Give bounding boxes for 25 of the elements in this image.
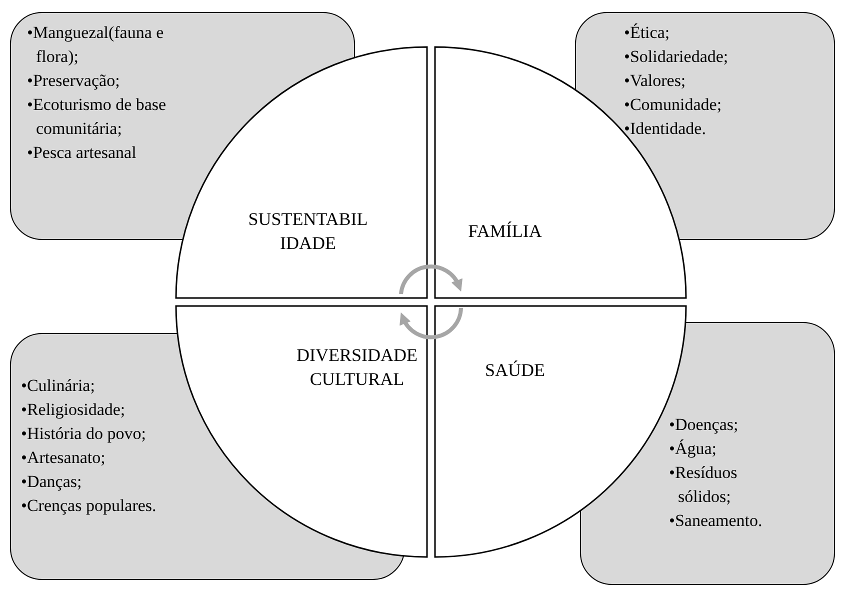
quadrant-label: SUSTENTABILIDADE [247,208,369,255]
quadrant-label: SAÚDE [484,359,546,382]
bullet-item: •Ética; [624,22,671,44]
bullet-item: •Preservação; [27,70,121,92]
bullet-item: •Religiosidade; [21,399,126,421]
bullet-item: •Solidariedade; [624,46,730,68]
quadrant-label: FAMÍLIA [467,220,543,243]
bullet-item: •Doenças; [669,414,740,436]
bullet-item: •Saneamento. [669,510,764,532]
bullet-item: •Artesanato; [21,447,106,469]
bullet-item: •Identidade. [624,118,707,140]
bullet-item: •Água; [669,438,718,460]
circle-quadrant [176,47,427,298]
bullet-item: •Crenças populares. [21,495,158,517]
quadrant-label: DIVERSIDADE CULTURAL [296,344,418,391]
bullet-item: •Danças; [21,471,83,493]
bullet-item: •Culinária; [21,375,96,397]
bullet-item: •Valores; [624,70,687,92]
bullet-item: •História do povo; [21,423,147,445]
bullet-item: •Resíduos sólidos; [669,462,738,508]
circle-quadrant [176,306,427,557]
bullet-item: •Ecoturismo de base comunitária; [27,94,168,140]
bullet-item: •Comunidade; [624,94,723,116]
bullet-item: •Pesca artesanal [27,142,138,164]
bullet-item: •Manguezal(fauna e flora); [27,22,165,68]
